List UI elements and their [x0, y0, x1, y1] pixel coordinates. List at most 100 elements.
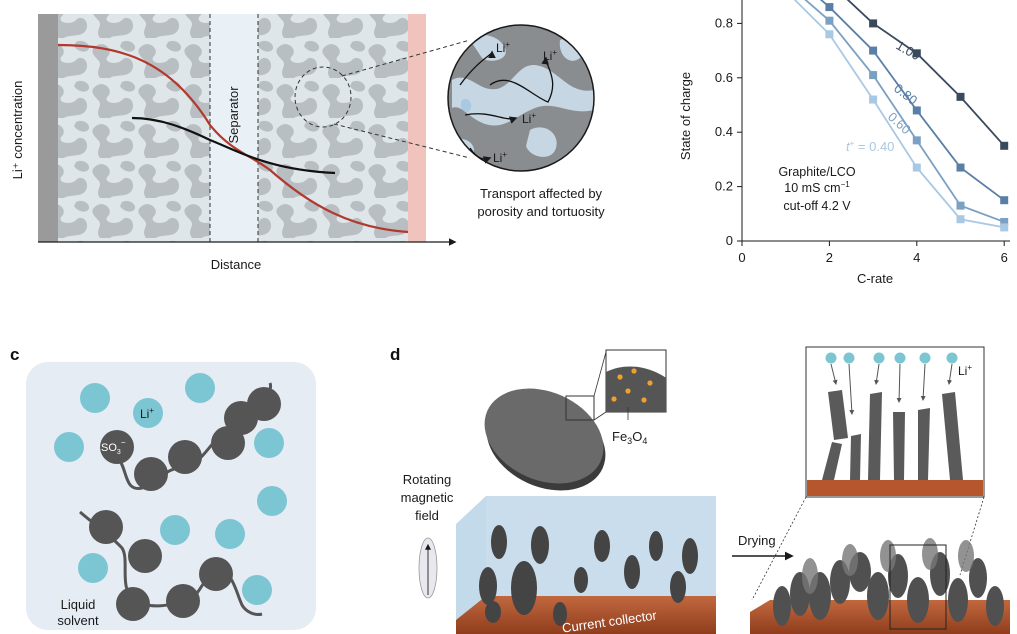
flake	[867, 572, 889, 620]
y-tick-label: 0.4	[715, 124, 733, 139]
aligned-flakes	[822, 390, 963, 480]
data-point	[956, 163, 965, 172]
li-ion-label: Li+	[140, 406, 154, 421]
chart-annotation-3: cut-off 4.2 V	[783, 199, 851, 213]
porous-electrode-right	[258, 14, 408, 242]
li-label-2: Li+	[543, 48, 557, 63]
dried-flakes	[773, 552, 1004, 626]
polymer-bead	[247, 387, 281, 421]
caption-line-1: Transport affected by	[480, 186, 603, 201]
flake	[773, 586, 791, 626]
series-label: t+ = 0.40	[846, 139, 894, 154]
flake	[531, 526, 549, 564]
aligned-flake	[850, 434, 861, 480]
panel-b-chart: State of charge C-rate Graphite/LCO 10 m…	[678, 0, 1010, 286]
wet-electrode: Current collector	[456, 496, 716, 634]
li-ion	[894, 352, 906, 364]
aligned-inset: Li+	[805, 346, 985, 498]
data-point	[1000, 223, 1009, 232]
flake	[511, 561, 537, 615]
series-line	[793, 0, 1005, 229]
data-point	[956, 92, 965, 101]
chart-y-label: State of charge	[678, 72, 693, 160]
series-label: 0.80	[891, 81, 920, 108]
li-label-4: Li+	[493, 150, 507, 165]
panel-d-letter: d	[390, 345, 400, 364]
flake	[969, 558, 987, 598]
flake-zoom-line	[593, 411, 607, 421]
zoom-circle-border	[447, 24, 595, 172]
flake-disk	[484, 388, 606, 491]
flake	[802, 558, 818, 594]
chart-annotation-1: Graphite/LCO	[778, 165, 855, 179]
li-ion	[54, 432, 84, 462]
polymer-bead	[116, 587, 150, 621]
concentration-curve-red	[57, 43, 409, 234]
flake-zoom-line	[593, 351, 607, 397]
polymer-bead	[128, 539, 162, 573]
li-ion	[160, 515, 190, 545]
series-line	[804, 0, 1005, 223]
data-point	[1000, 217, 1009, 226]
li-path	[896, 363, 902, 403]
fe3o4-label: Fe3O4	[612, 429, 647, 446]
data-point	[825, 30, 834, 39]
flake	[624, 555, 640, 589]
li-ion	[78, 553, 108, 583]
li-path	[920, 363, 926, 401]
inset-collector	[807, 480, 983, 496]
li-label-1: Li+	[496, 40, 510, 55]
li-ion	[80, 383, 110, 413]
panel-d: d Fe3O4 Rotating magnetic field	[390, 345, 1010, 634]
data-point	[1000, 141, 1009, 150]
li-path-1	[459, 50, 496, 86]
anion-label: SO3−	[101, 438, 126, 456]
li-path-4	[469, 147, 492, 164]
x-tick-label: 2	[826, 250, 833, 265]
electrode-left	[38, 14, 58, 242]
flake	[948, 578, 968, 622]
fe3o4-particle	[647, 380, 653, 386]
y-tick-label: 0	[726, 233, 733, 248]
polymer-bead	[89, 510, 123, 544]
flake	[880, 540, 896, 572]
aligned-flake	[828, 390, 848, 440]
li-path-2	[489, 56, 554, 103]
electrode-right	[408, 14, 426, 242]
aligned-flake	[918, 408, 930, 480]
li-ion	[946, 352, 958, 364]
li-path	[830, 363, 838, 385]
flake	[594, 530, 610, 562]
fe3o4-inset	[605, 349, 667, 413]
li-path	[874, 363, 880, 385]
li-ions-group	[54, 373, 287, 605]
flake	[958, 540, 974, 572]
flake	[491, 525, 507, 559]
x-tick-label: 4	[913, 250, 920, 265]
li-ion	[873, 352, 885, 364]
panel-c-letter: c	[10, 345, 19, 364]
distance-label: Distance	[211, 257, 262, 272]
x-tick-label: 0	[738, 250, 745, 265]
flake-zoom-box	[565, 395, 595, 421]
polymer-bead	[134, 457, 168, 491]
concentration-label: Li⁺ concentration	[10, 81, 25, 180]
series-line	[819, 0, 1005, 201]
polymer-beads-2	[89, 510, 233, 621]
fe3o4-particle	[641, 397, 647, 403]
inset-li-paths	[830, 363, 953, 415]
flake	[922, 538, 938, 570]
porous-electrode-left	[58, 14, 210, 242]
data-point	[912, 106, 921, 115]
zoom-line-bottom	[333, 123, 471, 159]
li-ion	[133, 398, 163, 428]
data-point	[912, 49, 921, 58]
flake	[649, 531, 663, 561]
flake	[907, 577, 929, 623]
flake	[842, 544, 858, 576]
inset-li-label: Li+	[958, 363, 972, 378]
solvent-label-2: solvent	[57, 613, 99, 628]
field-label-3: field	[415, 508, 439, 523]
data-point	[869, 71, 878, 80]
inset-zoom-line	[751, 496, 807, 601]
